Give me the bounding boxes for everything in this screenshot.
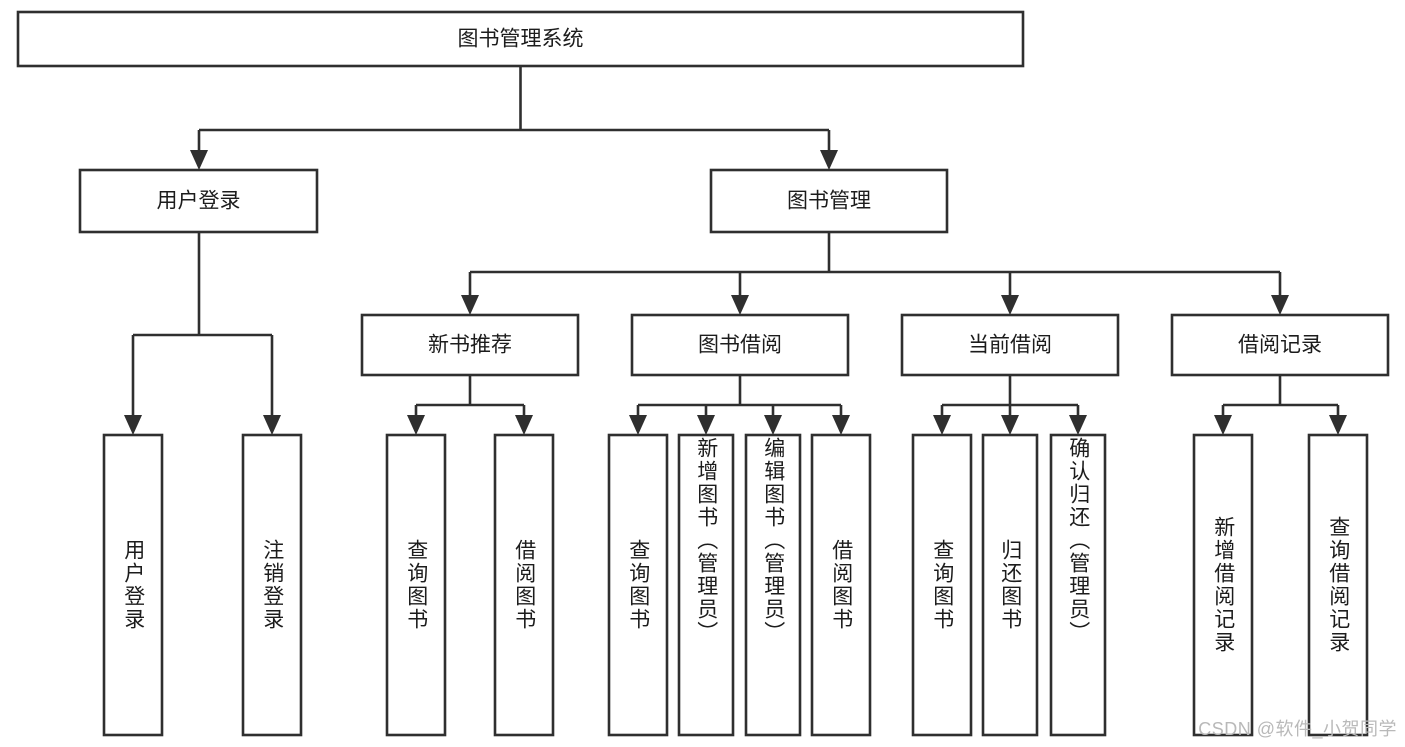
- node-new-book-rec-label: 新书推荐: [428, 334, 512, 357]
- arrow-head-leaf-borrow-book-rec: [515, 415, 533, 435]
- arrow-head-leaf-query-book-rec: [407, 415, 425, 435]
- arrow-head-borrow-record: [1271, 295, 1289, 315]
- node-book-borrow-box[interactable]: [630, 313, 850, 377]
- connector-group-current-borrow: [933, 375, 1087, 435]
- node-root[interactable]: 图书管理系统: [16, 10, 1025, 68]
- arrow-head-leaf-add-record: [1214, 415, 1232, 435]
- arrow-head-current-borrow: [1001, 295, 1019, 315]
- node-book-borrow[interactable]: 图书借阅: [630, 313, 850, 377]
- arrow-head-new-book-rec: [461, 295, 479, 315]
- arrow-head-leaf-query-book-borrow: [629, 415, 647, 435]
- connector-group-book-borrow: [629, 375, 850, 435]
- leaf-boxes: [102, 433, 1369, 737]
- leaf-logout-login-box[interactable]: [241, 433, 303, 737]
- arrow-head-leaf-edit-book: [764, 415, 782, 435]
- arrow-head-leaf-confirm-return: [1069, 415, 1087, 435]
- leaf-add-record-box[interactable]: [1192, 433, 1254, 737]
- arrow-head-leaf-query-record: [1329, 415, 1347, 435]
- node-borrow-record-label: 借阅记录: [1238, 334, 1322, 357]
- node-root-box[interactable]: [16, 10, 1025, 68]
- leaf-query-book-borrow-box[interactable]: [607, 433, 669, 737]
- arrow-head-leaf-return-book: [1001, 415, 1019, 435]
- connector-group-root: [190, 66, 838, 170]
- node-book-borrow-label: 图书借阅: [698, 334, 782, 357]
- node-new-book-rec-box[interactable]: [360, 313, 580, 377]
- arrow-head-book-manage: [820, 150, 838, 170]
- node-current-borrow-label: 当前借阅: [968, 334, 1052, 357]
- node-book-manage-box[interactable]: [709, 168, 949, 234]
- arrow-head-leaf-user-login: [124, 415, 142, 435]
- node-current-borrow-box[interactable]: [900, 313, 1120, 377]
- node-book-manage-label: 图书管理: [787, 190, 871, 213]
- watermark-text: CSDN @软件_小贺同学: [1198, 719, 1397, 739]
- connector-group-user-login: [124, 232, 281, 435]
- connector-group-book-manage: [461, 232, 1289, 315]
- node-borrow-record[interactable]: 借阅记录: [1170, 313, 1390, 377]
- arrow-head-leaf-borrow-book: [832, 415, 850, 435]
- leaf-edit-book-box[interactable]: [744, 433, 802, 737]
- node-user-login[interactable]: 用户登录: [78, 168, 319, 234]
- node-book-manage[interactable]: 图书管理: [709, 168, 949, 234]
- arrow-head-leaf-add-book: [697, 415, 715, 435]
- node-user-login-box[interactable]: [78, 168, 319, 234]
- leaf-user-login-box[interactable]: [102, 433, 164, 737]
- leaf-confirm-return-box[interactable]: [1049, 433, 1107, 737]
- arrow-head-book-borrow: [731, 295, 749, 315]
- node-current-borrow[interactable]: 当前借阅: [900, 313, 1120, 377]
- leaf-borrow-book-rec-box[interactable]: [493, 433, 555, 737]
- arrow-head-leaf-logout-login: [263, 415, 281, 435]
- node-user-login-label: 用户登录: [157, 190, 241, 213]
- connector-group-new-book-rec: [407, 375, 533, 435]
- leaf-query-book-cur-box[interactable]: [911, 433, 973, 737]
- node-root-label: 图书管理系统: [458, 28, 584, 51]
- leaf-add-book-box[interactable]: [677, 433, 735, 737]
- leaf-query-record-box[interactable]: [1307, 433, 1369, 737]
- leaf-query-book-rec-box[interactable]: [385, 433, 447, 737]
- leaf-return-book-box[interactable]: [981, 433, 1039, 737]
- arrow-head-leaf-query-book-cur: [933, 415, 951, 435]
- leaf-borrow-book-box[interactable]: [810, 433, 872, 737]
- node-borrow-record-box[interactable]: [1170, 313, 1390, 377]
- connector-group-borrow-record: [1214, 375, 1347, 435]
- arrow-head-user-login: [190, 150, 208, 170]
- node-new-book-rec[interactable]: 新书推荐: [360, 313, 580, 377]
